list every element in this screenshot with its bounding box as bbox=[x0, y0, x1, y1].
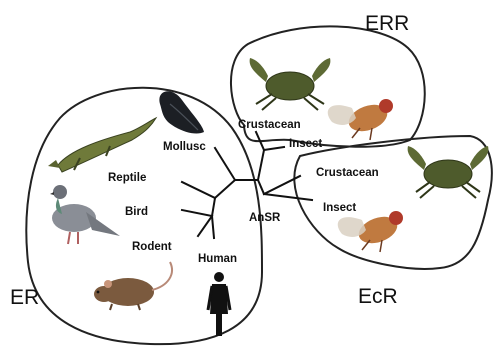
human-label: Human bbox=[198, 253, 237, 265]
mussel-icon bbox=[159, 91, 204, 133]
rat-icon bbox=[94, 262, 172, 310]
fruit-fly-icon bbox=[338, 211, 403, 252]
err-insect-label: Insect bbox=[289, 138, 322, 150]
crab-icon bbox=[250, 58, 331, 110]
crab-icon bbox=[408, 146, 489, 198]
crocodile-icon bbox=[48, 118, 156, 172]
ecr-group-label: EcR bbox=[358, 285, 398, 308]
err-group-label: ERR bbox=[365, 12, 409, 35]
ecr-insect-label: Insect bbox=[323, 202, 356, 214]
fruit-fly-icon bbox=[328, 99, 393, 140]
human-figure-icon bbox=[208, 272, 230, 336]
er-group-label: ER bbox=[10, 286, 39, 309]
mollusc-label: Mollusc bbox=[163, 141, 206, 153]
ansr-label: AnSR bbox=[249, 212, 281, 224]
ecr-crustacean-label: Crustacean bbox=[316, 167, 379, 179]
err-crustacean-label: Crustacean bbox=[238, 119, 301, 131]
pigeon-icon bbox=[50, 185, 120, 244]
rodent-label: Rodent bbox=[132, 241, 172, 253]
reptile-label: Reptile bbox=[108, 172, 146, 184]
bird-label: Bird bbox=[125, 206, 148, 218]
